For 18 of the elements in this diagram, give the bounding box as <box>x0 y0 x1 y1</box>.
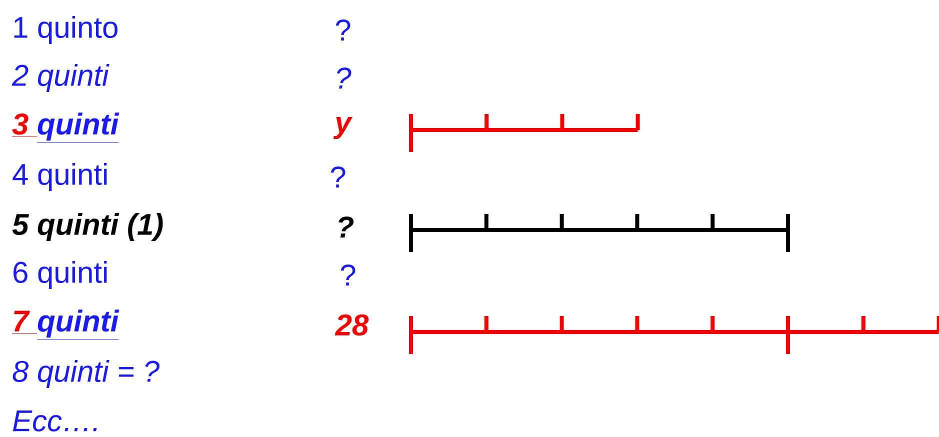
word-text: quinti <box>36 310 120 340</box>
row-text: Ecc…. <box>12 410 97 432</box>
value-text: ? <box>338 216 354 238</box>
value-text: ? <box>330 166 346 188</box>
row-text: 5 quinti (1) <box>12 213 163 241</box>
number-text: 7 <box>12 310 38 334</box>
value-text: ? <box>336 68 352 88</box>
row-text: 1 quinto <box>14 16 118 44</box>
value-text: ? <box>340 264 356 286</box>
row-text: 8 quinti = ? <box>12 360 160 388</box>
row-text: 2 quinti <box>12 64 110 92</box>
row-text: 6 quinti <box>14 261 107 289</box>
value-text: y <box>333 116 353 140</box>
number-text: 3 <box>12 113 38 137</box>
word-text: quinti <box>36 112 120 143</box>
row-text: 4 quinti <box>12 163 107 191</box>
value-text: ? <box>336 20 350 40</box>
value-text: 28 <box>334 314 369 336</box>
